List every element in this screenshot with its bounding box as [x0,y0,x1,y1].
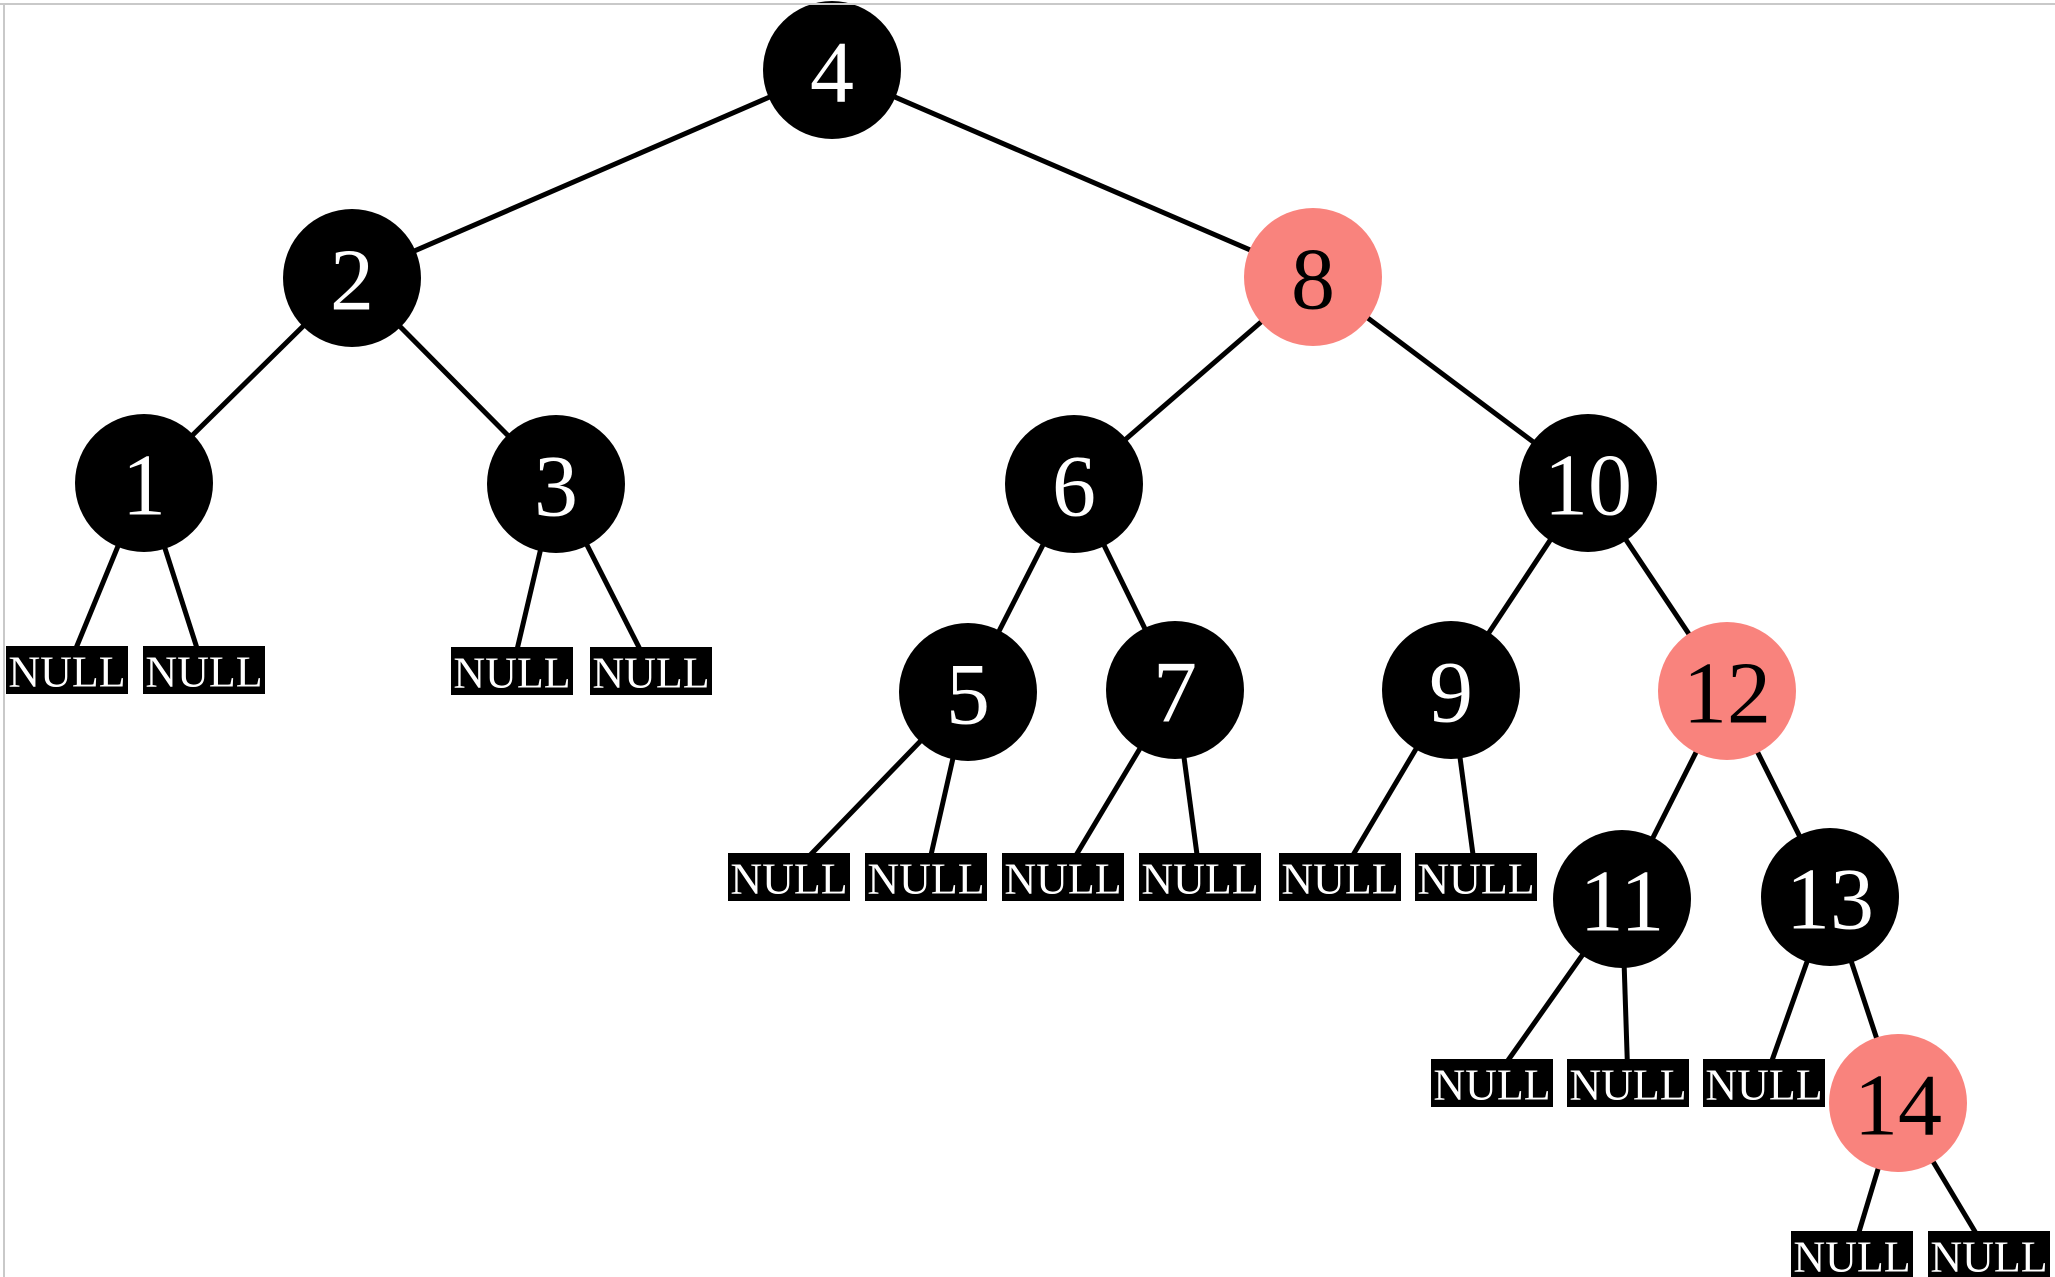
null-leaf-layer: NULL NULL NULL NULL NULL NULL NULL NULL NULL NULL… [6,646,2050,1277]
null-leaf-box [865,853,987,901]
tree-node-circle [763,1,901,139]
tree-node-label: 5 [946,647,990,744]
tree-node-circle [283,209,421,347]
null-leaf-box [590,647,712,695]
tree-node-label: 14 [1854,1058,1942,1155]
null-leaf-label: NULL [1705,1061,1822,1110]
null-leaf-box [728,853,850,901]
null-leaf-L11b: NULL [1567,1059,1689,1110]
tree-node-circle [75,414,213,552]
null-leaf-box [1139,853,1261,901]
tree-node-8: 8 [1244,208,1382,346]
null-leaf-label: NULL [867,855,984,904]
null-leaf-L14b: NULL [1928,1231,2050,1277]
null-leaf-box [1567,1059,1689,1107]
null-leaf-L5b: NULL [865,853,987,904]
tree-node-label: 2 [330,233,374,330]
null-leaf-box [1431,1059,1553,1107]
null-leaf-box [6,646,128,694]
tree-node-circle [1106,621,1244,759]
tree-node-circle [899,623,1037,761]
tree-node-label: 1 [122,438,166,535]
tree-node-label: 7 [1153,645,1197,742]
null-leaf-L14a: NULL [1791,1231,1913,1277]
null-leaf-label: NULL [1433,1061,1550,1110]
null-leaf-L7a: NULL [1002,853,1124,904]
null-leaf-box [451,647,573,695]
tree-node-circle [1519,414,1657,552]
tree-node-13: 13 [1761,828,1899,966]
null-leaf-label: NULL [1141,855,1258,904]
null-leaf-label: NULL [145,648,262,697]
tree-node-circle [1244,208,1382,346]
null-leaf-L1a: NULL [6,646,128,697]
null-leaf-L9b: NULL [1415,853,1537,904]
tree-node-circle [1829,1034,1967,1172]
tree-node-label: 12 [1683,646,1771,743]
tree-node-4: 4 [763,1,901,139]
null-leaf-box [1791,1231,1913,1277]
null-leaf-label: NULL [730,855,847,904]
tree-edge-4-2 [351,67,833,281]
null-leaf-label: NULL [592,649,709,698]
null-leaf-label: NULL [1930,1233,2047,1277]
tree-node-circle [487,415,625,553]
tree-node-circle [1761,828,1899,966]
tree-node-5: 5 [899,623,1037,761]
tree-node-label: 4 [810,25,854,122]
null-leaf-L11a: NULL [1431,1059,1553,1110]
null-leaf-L1b: NULL [143,646,265,697]
tree-node-label: 3 [534,439,578,536]
null-leaf-L3a: NULL [451,647,573,698]
tree-node-1: 1 [75,414,213,552]
null-leaf-label: NULL [8,648,125,697]
null-leaf-box [1928,1231,2050,1277]
tree-node-label: 10 [1544,438,1632,535]
tree-node-14: 14 [1829,1034,1967,1172]
null-leaf-label: NULL [1281,855,1398,904]
null-leaf-L5a: NULL [728,853,850,904]
tree-node-label: 8 [1291,232,1335,329]
null-leaf-label: NULL [1793,1233,1910,1277]
tree-node-label: 13 [1786,852,1874,949]
tree-node-6: 6 [1005,415,1143,553]
null-leaf-L9a: NULL [1279,853,1401,904]
null-leaf-box [1703,1059,1825,1107]
null-leaf-label: NULL [1417,855,1534,904]
null-leaf-box [1415,853,1537,901]
tree-node-11: 11 [1553,830,1691,968]
tree-node-9: 9 [1382,621,1520,759]
tree-node-12: 12 [1658,622,1796,760]
tree-node-circle [1553,830,1691,968]
null-leaf-box [143,646,265,694]
tree-node-10: 10 [1519,414,1657,552]
tree-node-label: 11 [1580,854,1665,951]
null-leaf-box [1002,853,1124,901]
null-leaf-L13a: NULL [1703,1059,1825,1110]
tree-node-label: 9 [1429,645,1473,742]
tree-node-3: 3 [487,415,625,553]
null-leaf-L3b: NULL [590,647,712,698]
tree-edge-4-8 [831,67,1314,280]
null-leaf-box [1279,853,1401,901]
tree-node-circle [1005,415,1143,553]
tree-node-2: 2 [283,209,421,347]
tree-node-7: 7 [1106,621,1244,759]
null-leaf-label: NULL [1004,855,1121,904]
null-leaf-label: NULL [1569,1061,1686,1110]
null-leaf-L7b: NULL [1139,853,1261,904]
tree-node-label: 6 [1052,439,1096,536]
null-leaf-label: NULL [453,649,570,698]
tree-node-circle [1382,621,1520,759]
tree-node-circle [1658,622,1796,760]
